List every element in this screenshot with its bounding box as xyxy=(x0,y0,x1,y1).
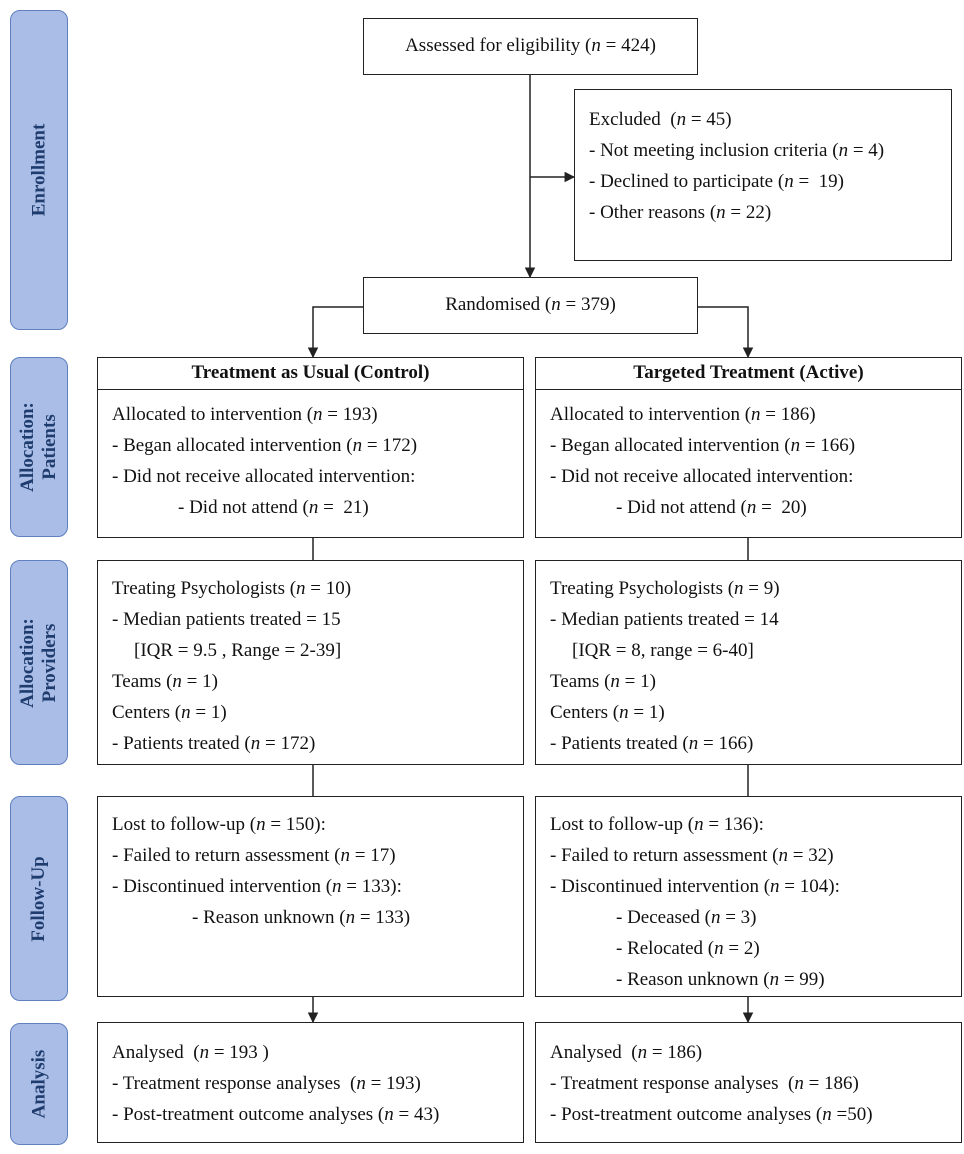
text-line: Teams (n = 1) xyxy=(112,671,218,692)
text-line: Centers (n = 1) xyxy=(112,702,227,723)
phase-label-allocation-patients-text: Allocation: Patients xyxy=(17,402,60,492)
text-line: Treatment as Usual (Control) xyxy=(191,362,430,383)
text-line: Allocated to intervention (n = 186) xyxy=(550,404,816,425)
control-arm-header: Treatment as Usual (Control) xyxy=(97,357,524,390)
text-line: - Patients treated (n = 166) xyxy=(550,733,754,754)
text-line: Allocated to intervention (n = 193) xyxy=(112,404,378,425)
text-line: - Did not receive allocated intervention… xyxy=(112,466,416,487)
randomised-box: Randomised (n = 379) xyxy=(363,277,698,334)
text-line: - Failed to return assessment (n = 17) xyxy=(112,845,396,866)
text-line: Treating Psychologists (n = 10) xyxy=(112,578,352,599)
phase-label-analysis-text: Analysis xyxy=(28,1049,50,1119)
text-line: - Discontinued intervention (n = 133): xyxy=(112,876,402,897)
phase-label-analysis: Analysis xyxy=(10,1023,68,1145)
phase-label-enrollment-text: Enrollment xyxy=(28,123,50,217)
active-arm-header: Targeted Treatment (Active) xyxy=(535,357,962,390)
text-line: - Began allocated intervention (n = 166) xyxy=(550,435,856,456)
text-line: - Failed to return assessment (n = 32) xyxy=(550,845,834,866)
connector-randomised-active xyxy=(698,306,754,359)
active-analysis-box: Analysed (n = 186) - Treatment response … xyxy=(535,1022,962,1143)
excluded-total: Excluded (n = 45) xyxy=(589,109,732,130)
text-line: - Deceased (n = 3) xyxy=(616,907,757,928)
text-line: Teams (n = 1) xyxy=(550,671,656,692)
text-line: Treating Psychologists (n = 9) xyxy=(550,578,780,599)
text-line: - Discontinued intervention (n = 104): xyxy=(550,876,840,897)
control-patients-box: Allocated to intervention (n = 193) - Be… xyxy=(97,389,524,538)
text-line: - Did not attend (n = 20) xyxy=(616,497,807,518)
control-providers-box: Treating Psychologists (n = 10) - Median… xyxy=(97,560,524,765)
text-line: - Median patients treated = 14 xyxy=(550,609,779,630)
text-line: [IQR = 9.5 , Range = 2-39] xyxy=(134,640,342,661)
text-line: - Did not receive allocated intervention… xyxy=(550,466,854,487)
phase-label-allocation-providers-text: Allocation: Providers xyxy=(17,617,60,708)
phase-label-enrollment: Enrollment xyxy=(10,10,68,330)
control-followup-box: Lost to follow-up (n = 150): - Failed to… xyxy=(97,796,524,997)
text-line: - Reason unknown (n = 133) xyxy=(192,907,411,928)
text-line: Assessed for eligibility (n = 424) xyxy=(405,35,656,56)
text-line: Lost to follow-up (n = 136): xyxy=(550,814,764,835)
text-line: - Treatment response analyses (n = 193) xyxy=(112,1073,421,1094)
text-line: Lost to follow-up (n = 150): xyxy=(112,814,326,835)
text-line: - Treatment response analyses (n = 186) xyxy=(550,1073,859,1094)
excluded-other: - Other reasons (n = 22) xyxy=(589,202,772,223)
excluded-not-meeting: - Not meeting inclusion criteria (n = 4) xyxy=(589,140,885,161)
assessed-box: Assessed for eligibility (n = 424) xyxy=(363,18,698,75)
excluded-box: Excluded (n = 45) - Not meeting inclusio… xyxy=(574,89,952,261)
text-line: - Reason unknown (n = 99) xyxy=(616,969,825,990)
text-line: - Post-treatment outcome analyses (n = 4… xyxy=(112,1104,440,1125)
text-line: Targeted Treatment (Active) xyxy=(633,362,864,383)
text-line: - Began allocated intervention (n = 172) xyxy=(112,435,418,456)
text-line: Analysed (n = 186) xyxy=(550,1042,703,1063)
text-line: - Patients treated (n = 172) xyxy=(112,733,316,754)
phase-label-follow-up-text: Follow-Up xyxy=(28,855,49,942)
active-providers-box: Treating Psychologists (n = 9) - Median … xyxy=(535,560,962,765)
excluded-declined: - Declined to participate (n = 19) xyxy=(589,171,844,192)
text-line: Centers (n = 1) xyxy=(550,702,665,723)
text-line: - Post-treatment outcome analyses (n =50… xyxy=(550,1104,873,1125)
phase-label-allocation-patients: Allocation: Patients xyxy=(10,357,68,537)
text-line: Randomised (n = 379) xyxy=(445,294,616,315)
connector-randomised-control xyxy=(307,306,363,359)
active-patients-box: Allocated to intervention (n = 186) - Be… xyxy=(535,389,962,538)
phase-label-allocation-providers: Allocation: Providers xyxy=(10,560,68,765)
text-line: [IQR = 8, range = 6-40] xyxy=(572,640,754,661)
text-line: - Relocated (n = 2) xyxy=(616,938,760,959)
active-followup-box: Lost to follow-up (n = 136): - Failed to… xyxy=(535,796,962,997)
control-analysis-box: Analysed (n = 193 ) - Treatment response… xyxy=(97,1022,524,1143)
phase-label-follow-up: Follow-Up xyxy=(10,796,68,1001)
text-line: - Did not attend (n = 21) xyxy=(178,497,369,518)
text-line: - Median patients treated = 15 xyxy=(112,609,341,630)
text-line: Analysed (n = 193 ) xyxy=(112,1042,269,1063)
